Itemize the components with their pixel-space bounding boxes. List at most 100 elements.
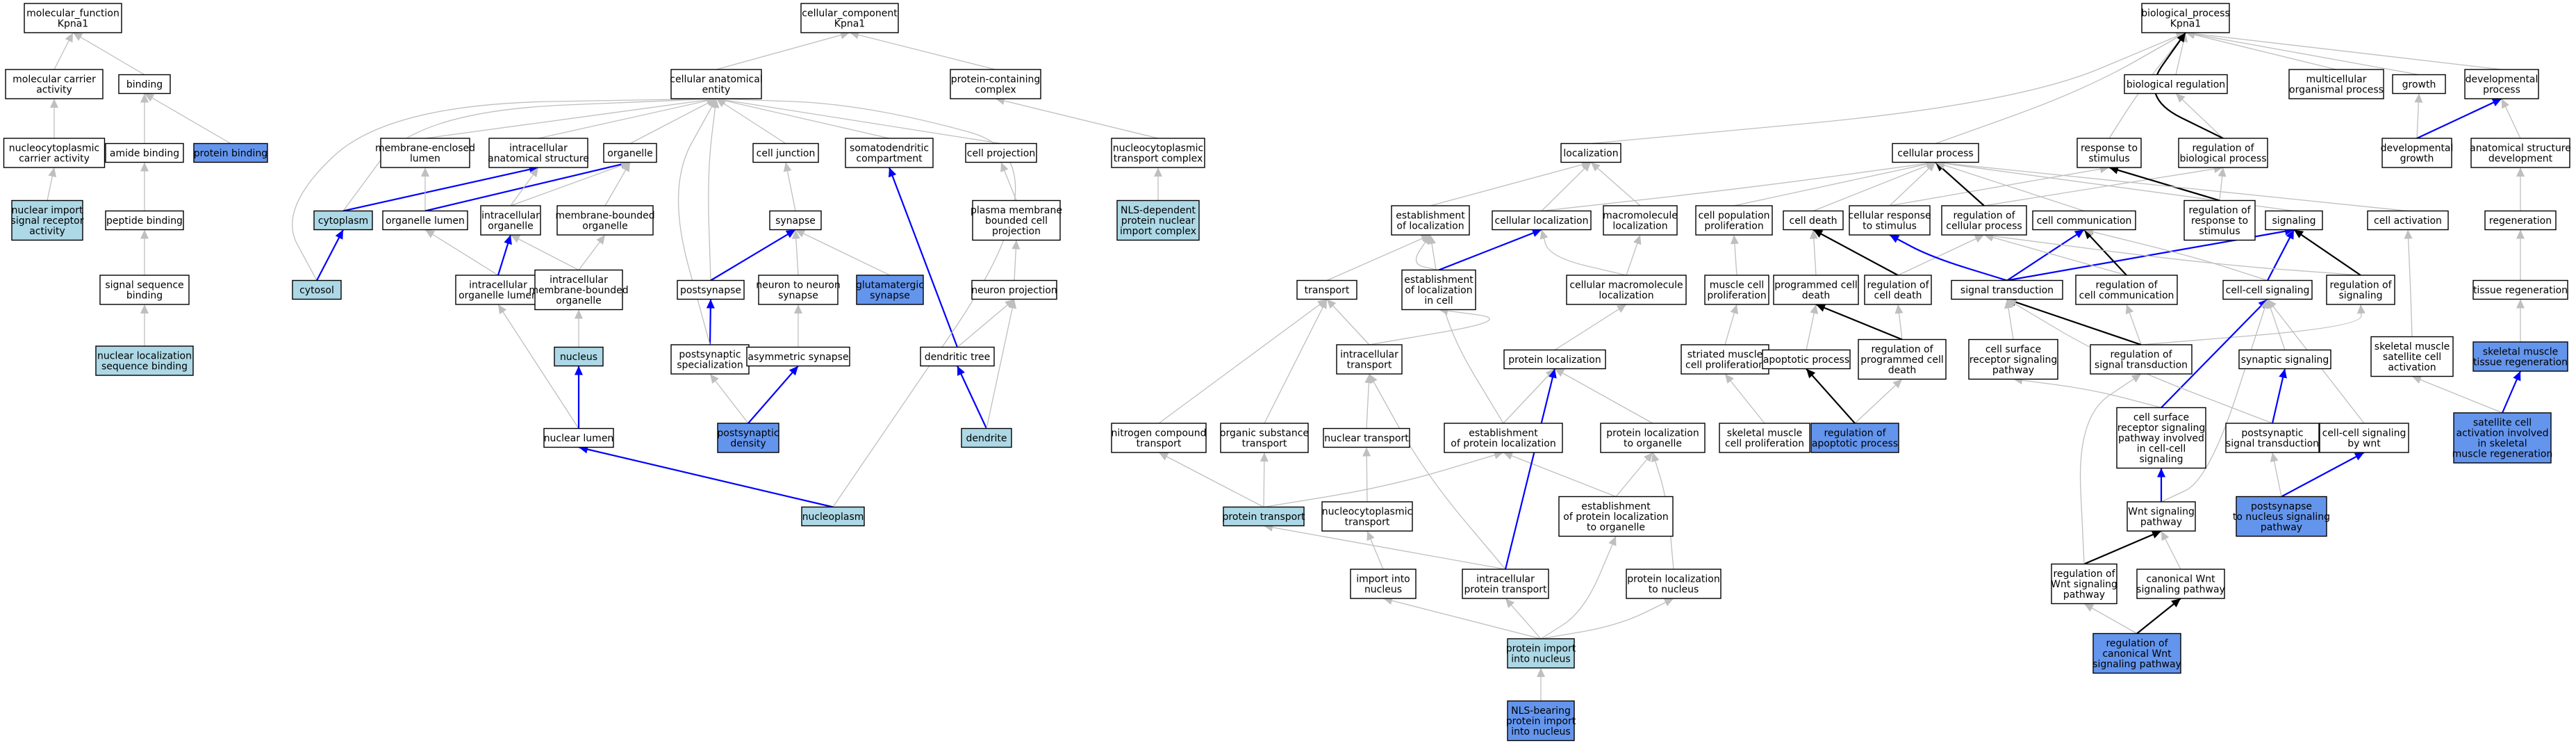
edge-arrowhead xyxy=(1810,304,1819,314)
go-term-label: protein-containing xyxy=(951,74,1040,85)
edge-line xyxy=(1889,234,2008,281)
go-term-box xyxy=(1391,205,1470,236)
go-term-label: synapse xyxy=(778,291,818,302)
go-term-label: of localization xyxy=(1405,285,1472,296)
edge-arrowhead xyxy=(1974,235,1984,243)
go-term-box xyxy=(670,344,750,375)
go-term-label: postsynapse xyxy=(2251,501,2312,512)
edge-line xyxy=(2136,598,2181,635)
edge-line xyxy=(1326,299,1370,345)
edge-line xyxy=(2013,378,2162,409)
go-term-label: projection xyxy=(992,226,1041,237)
edge-arrowhead xyxy=(1159,452,1169,461)
go-term-label: regulation of xyxy=(2095,280,2158,291)
edge-is_a xyxy=(1983,233,2127,276)
edge-is_a xyxy=(783,162,796,211)
edge-is_a xyxy=(1260,452,1269,507)
go-term-label: intracellular xyxy=(1340,350,1398,361)
go-term-label: pathway xyxy=(2261,522,2302,533)
go-term-label: carrier activity xyxy=(19,154,90,165)
edge-line xyxy=(2271,368,2286,424)
edge-line xyxy=(72,32,145,76)
go-term-label: protein binding xyxy=(194,148,267,159)
edge-is_a xyxy=(53,32,74,70)
edge-line xyxy=(716,98,890,139)
edge-is_a xyxy=(1540,598,1674,639)
edge-line xyxy=(1540,536,1617,639)
edge-is_a xyxy=(1541,159,1936,212)
edge-is_a xyxy=(424,95,717,139)
go-term-label: protein import xyxy=(1506,716,1576,727)
go-term-box xyxy=(2265,210,2323,231)
edge-line xyxy=(538,98,717,139)
go-term-label: nuclear transport xyxy=(1324,433,1409,444)
go-term-label: into nucleus xyxy=(1511,726,1570,737)
edge-arrowhead xyxy=(575,309,583,319)
edge-regulates xyxy=(2136,598,2181,635)
go-term-label: skeletal muscle xyxy=(2483,347,2558,358)
go-term-box xyxy=(2225,423,2320,453)
go-term-label: in cell xyxy=(1424,295,1453,307)
edge-arrowhead xyxy=(2491,99,2502,106)
go-term-node: cell death xyxy=(1783,210,1844,231)
go-term-label: signaling pathway xyxy=(2136,585,2225,596)
edge-arrowhead xyxy=(2294,229,2304,238)
go-term-label: biological_process xyxy=(2141,8,2230,19)
go-term-label: organic substance xyxy=(1220,428,1309,439)
edge-is_a xyxy=(2140,304,2366,345)
edge-line xyxy=(2267,229,2295,281)
go-term-label: transport xyxy=(1345,517,1390,528)
go-term-node: signaling xyxy=(2265,210,2323,231)
go-term-label: tissue regeneration xyxy=(2473,285,2568,296)
go-term-node: nuclear lumen xyxy=(543,427,614,448)
go-term-label: proliferation xyxy=(1704,221,1763,232)
edge-arrowhead xyxy=(2131,374,2141,383)
go-term-box xyxy=(1858,338,1947,380)
go-term-label: pathway xyxy=(1992,365,2034,376)
edge-line xyxy=(1158,298,1328,424)
go-term-label: signal sequence xyxy=(105,280,183,291)
edge-arrowhead xyxy=(511,235,521,243)
edge-line xyxy=(2411,375,2503,414)
go-term-box xyxy=(856,275,924,305)
edge-arrowhead xyxy=(795,229,806,238)
go-term-box xyxy=(1773,275,1859,305)
edge-arrowhead xyxy=(1545,368,1555,379)
go-term-box xyxy=(292,279,342,300)
edge-regulates xyxy=(1815,303,1903,341)
go-term-label: signaling xyxy=(2338,291,2382,302)
edge-arrowhead xyxy=(1549,368,1557,379)
edge-line xyxy=(2108,166,2220,202)
go-term-label: regulation of xyxy=(2053,569,2115,580)
edge-is_a xyxy=(2125,304,2142,345)
edge-is_a xyxy=(1012,240,1021,281)
edge-arrowhead xyxy=(73,33,83,41)
edge-arrowhead xyxy=(1362,447,1371,457)
edge-line xyxy=(709,373,749,424)
go-term-box xyxy=(2141,3,2230,33)
go-term-label: response to xyxy=(2191,215,2248,227)
edge-is_a xyxy=(957,299,1015,348)
go-term-box xyxy=(603,142,657,163)
go-term-label: Kpna1 xyxy=(834,19,865,30)
go-term-box xyxy=(534,269,623,311)
edge-line xyxy=(2108,32,2186,139)
edge-is_a xyxy=(795,229,891,276)
edge-line xyxy=(2083,229,2127,276)
edge-line xyxy=(849,32,996,70)
go-term-box xyxy=(2472,279,2568,300)
go-term-node: nucleus xyxy=(554,346,604,367)
edge-arrowhead xyxy=(791,229,800,239)
go-term-label: regeneration xyxy=(2489,215,2552,227)
edge-arrowhead xyxy=(785,229,795,238)
